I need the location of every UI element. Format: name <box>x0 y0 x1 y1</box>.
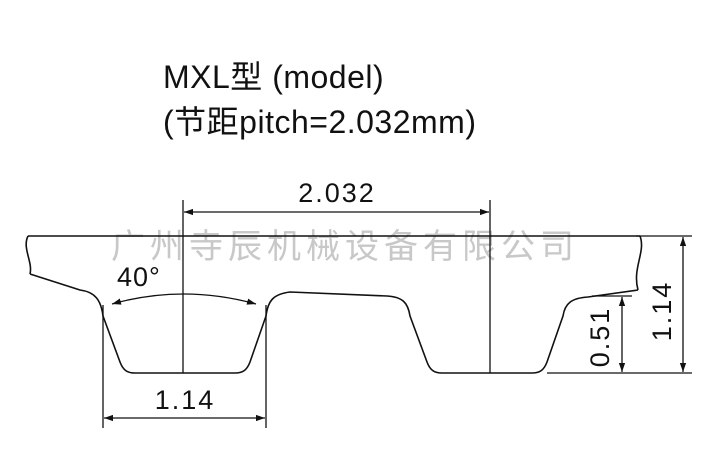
belt-height-label: 1.14 <box>647 281 677 342</box>
tooth-width-label: 1.14 <box>155 385 216 415</box>
belt-left-break <box>25 235 32 275</box>
belt-right-break <box>635 235 643 291</box>
belt-tooth-profile <box>29 273 639 374</box>
angle-arc <box>111 293 257 305</box>
tooth-height-label: 0.51 <box>585 307 615 368</box>
title-model-line: MXL型 (model) <box>163 59 385 95</box>
pitch-label: 2.032 <box>298 178 376 208</box>
angle-label: 40° <box>117 262 161 292</box>
watermark-text: 广州寺辰机械设备有限公司 <box>111 228 579 266</box>
title-pitch-line: (节距pitch=2.032mm) <box>163 104 477 140</box>
